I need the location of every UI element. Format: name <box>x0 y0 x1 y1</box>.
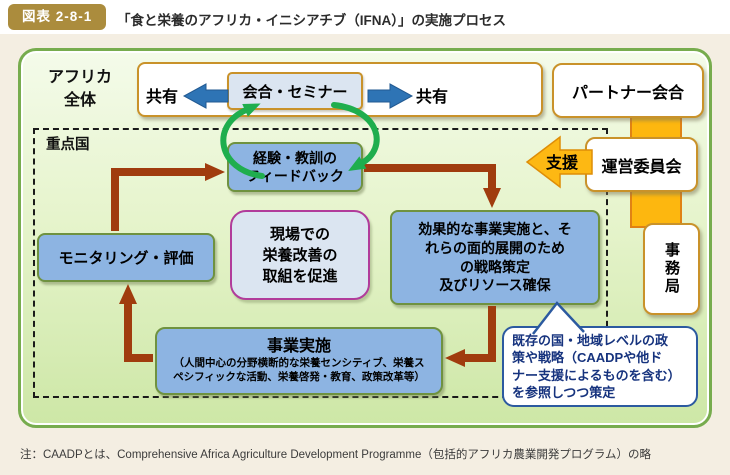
africa-region-label: アフリカ 全体 <box>36 66 124 112</box>
implementation-title: 事業実施 <box>266 338 331 356</box>
strategy-line4: 及びリソース確保 <box>439 277 551 294</box>
callout-line1: 既存の国・地域レベルの政 <box>512 332 669 348</box>
field-line2: 栄養改善の <box>262 246 338 264</box>
feedback-line2: フィードバック <box>246 168 344 184</box>
header-bar: 図表 2-8-1 「食と栄養のアフリカ・イニシアチブ（IFNA）」の実施プロセス <box>0 0 730 34</box>
implementation-sub2: ペシフィックな活動、栄養啓発・教育、政策改革等） <box>173 371 425 383</box>
figure-title: 「食と栄養のアフリカ・イニシアチブ（IFNA）」の実施プロセス <box>117 13 506 28</box>
africa-label-line2: 全体 <box>63 92 96 110</box>
feedback-box: 経験・教訓の フィードバック <box>227 142 363 192</box>
callout-line2: 策や戦略（CAADPや他ド <box>512 350 663 366</box>
strategy-line1: 効果的な事業実施と、そ <box>418 220 572 237</box>
monitoring-evaluation-box: モニタリング・評価 <box>37 233 215 282</box>
focus-countries-label: 重点国 <box>46 137 90 153</box>
callout-line4: を参照しつつ策定 <box>512 384 616 400</box>
strategy-line3: の戦略策定 <box>460 258 530 275</box>
strategy-box: 効果的な事業実施と、そ れらの面的展開のため の戦略策定 及びリソース確保 <box>390 210 600 305</box>
focus-countries-region <box>33 128 608 398</box>
partner-meeting-box: パートナー会合 <box>552 63 704 118</box>
field-line3: 取組を促進 <box>262 267 338 285</box>
feedback-line1: 経験・教訓の <box>253 149 337 166</box>
meeting-seminar-box: 会合・セミナー <box>227 72 363 110</box>
footnote: 注：CAADPとは、Comprehensive Africa Agricultu… <box>20 449 652 461</box>
secretariat-box: 事務局 <box>643 223 700 315</box>
implementation-box: 事業実施 （人間中心の分野横断的な栄養センシティブ、栄養ス ペシフィックな活動、… <box>155 327 443 395</box>
africa-label-line1: アフリカ <box>47 69 112 86</box>
implementation-sub1: （人間中心の分野横断的な栄養センシティブ、栄養ス <box>173 357 425 370</box>
steering-committee-box: 運営委員会 <box>585 137 698 192</box>
strategy-line2: れらの面的展開のため <box>425 239 565 256</box>
figure-number-badge: 図表 2-8-1 <box>8 4 107 30</box>
callout-line3: ナー支援によるものを含む） <box>512 367 681 383</box>
field-line1: 現場での <box>269 225 330 243</box>
field-promotion-box: 現場での 栄養改善の 取組を促進 <box>230 210 370 300</box>
policy-callout: 既存の国・地域レベルの政 策や戦略（CAADPや他ド ナー支援によるものを含む）… <box>502 326 698 407</box>
secretariat-label: 事務局 <box>663 242 680 296</box>
